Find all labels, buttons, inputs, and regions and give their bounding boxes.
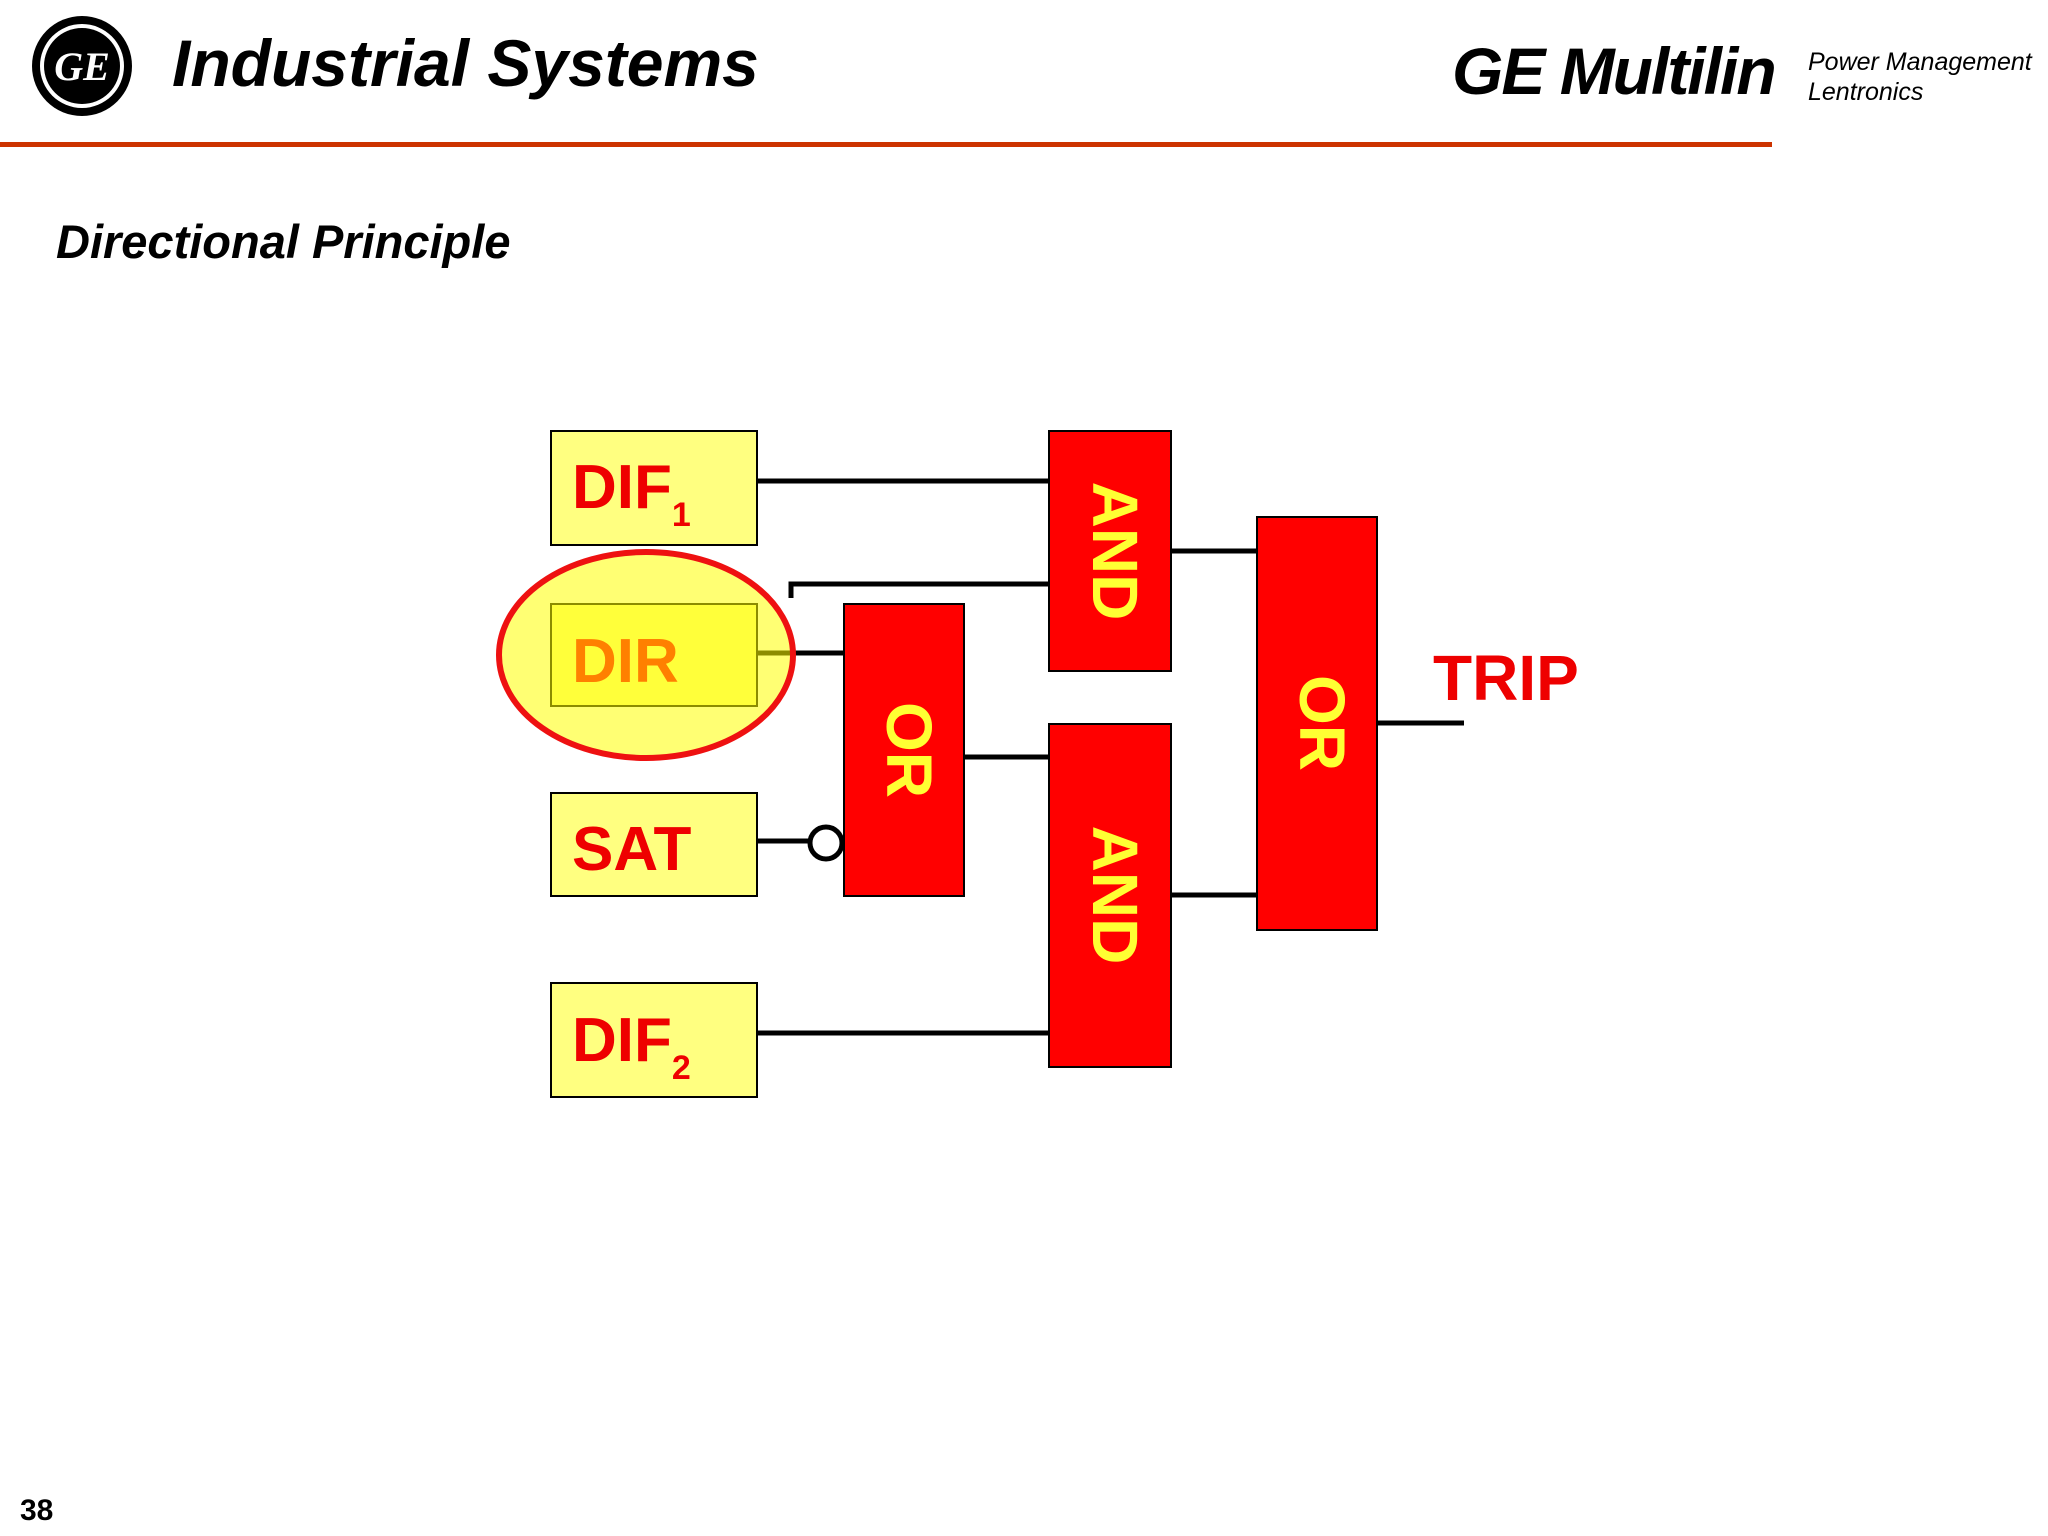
gate-or-output-box bbox=[1256, 516, 1378, 931]
brand-line-lentronics: Lentronics bbox=[1808, 78, 1924, 106]
header-title: Industrial Systems bbox=[172, 26, 759, 100]
input-dif1-label: DIF1 bbox=[572, 453, 691, 534]
gate-and-top-box bbox=[1048, 430, 1172, 672]
input-sat-label: SAT bbox=[572, 815, 692, 884]
gate-or-output-label: OR bbox=[1286, 675, 1358, 771]
page-number: 38 bbox=[20, 1494, 54, 1527]
gate-and-bottom-box bbox=[1048, 723, 1172, 1068]
gate-and-bottom-label: AND bbox=[1079, 826, 1151, 965]
gate-or-inner-box bbox=[843, 603, 965, 897]
gate-or-output: OR bbox=[1256, 516, 1378, 931]
gate-and-bottom: AND bbox=[1048, 723, 1172, 1068]
input-dir-label: DIR bbox=[572, 627, 679, 696]
dir-highlight-ring bbox=[496, 549, 796, 761]
wires bbox=[757, 478, 1464, 1036]
brand-name: GE Multilin bbox=[1452, 34, 1777, 108]
input-dif2-label: DIF2 bbox=[572, 1006, 691, 1087]
gate-and-top: AND bbox=[1048, 430, 1172, 672]
input-dif2: DIF2 bbox=[550, 982, 758, 1098]
ge-monogram-icon: GE bbox=[32, 16, 132, 116]
trip-output-label: TRIP bbox=[1433, 642, 1579, 714]
header-divider bbox=[0, 142, 1772, 147]
brand-line-power-management: Power Management bbox=[1808, 48, 2032, 76]
input-sat-box bbox=[550, 792, 758, 897]
input-dif2-box bbox=[550, 982, 758, 1098]
inverter-bubble bbox=[807, 824, 845, 862]
input-dif1: DIF1 bbox=[550, 430, 758, 546]
input-dif1-box bbox=[550, 430, 758, 546]
gate-or-inner: OR bbox=[843, 603, 965, 897]
slide-title: Directional Principle bbox=[56, 215, 511, 268]
input-sat: SAT bbox=[550, 792, 758, 897]
wire-dir-and-top bbox=[788, 581, 1049, 598]
gate-and-top-label: AND bbox=[1079, 482, 1151, 621]
ge-logo-text: GE bbox=[54, 44, 110, 89]
gate-or-inner-label: OR bbox=[873, 702, 945, 798]
